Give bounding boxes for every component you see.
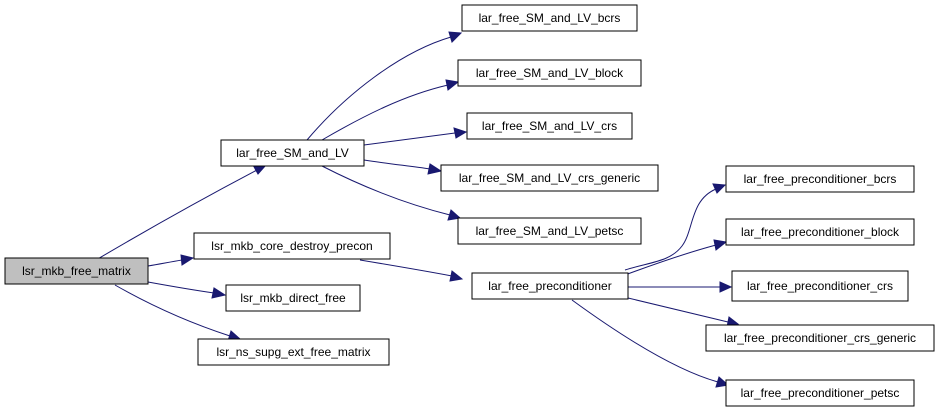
node-lar-free-sm-and-lv-block[interactable]: lar_free_SM_and_LV_block [457, 59, 642, 87]
node-label: lar_free_SM_and_LV [236, 146, 349, 160]
edge-sm-lv-to-block [321, 79, 460, 141]
edge-sm-lv-to-crs-generic [363, 159, 443, 175]
node-label: lar_free_preconditioner_crs_generic [724, 331, 916, 345]
node-lsr-mkb-free-matrix[interactable]: lsr_mkb_free_matrix [4, 257, 149, 285]
node-lar-free-preconditioner-crs-generic[interactable]: lar_free_preconditioner_crs_generic [705, 324, 935, 352]
node-lar-free-sm-and-lv-bcrs[interactable]: lar_free_SM_and_LV_bcrs [461, 4, 638, 32]
node-label: lar_free_preconditioner_petsc [741, 386, 900, 400]
node-lar-free-sm-and-lv-petsc[interactable]: lar_free_SM_and_LV_petsc [457, 217, 642, 245]
node-label: lar_free_SM_and_LV_bcrs [479, 11, 621, 25]
node-label: lar_free_SM_and_LV_block [476, 66, 624, 80]
edge-sm-lv-to-bcrs [306, 31, 463, 141]
edge-root-to-direct-free [147, 281, 227, 299]
node-lsr-mkb-direct-free[interactable]: lsr_mkb_direct_free [225, 284, 361, 312]
node-label: lar_free_SM_and_LV_petsc [476, 224, 624, 238]
node-label: lar_free_preconditioner_crs [747, 279, 893, 293]
node-lsr-ns-supg-ext-free-matrix[interactable]: lsr_ns_supg_ext_free_matrix [197, 338, 390, 366]
node-lar-free-preconditioner-block[interactable]: lar_free_preconditioner_block [725, 218, 915, 246]
edge-precon-to-crs [628, 281, 733, 293]
node-label: lsr_mkb_free_matrix [22, 264, 131, 278]
node-lar-free-preconditioner-bcrs[interactable]: lar_free_preconditioner_bcrs [725, 165, 915, 193]
node-label: lar_free_preconditioner [488, 279, 611, 293]
edge-core-destroy-to-free-preconditioner [359, 259, 464, 282]
node-lar-free-sm-and-lv[interactable]: lar_free_SM_and_LV [220, 139, 365, 167]
node-lar-free-preconditioner[interactable]: lar_free_preconditioner [471, 272, 629, 300]
edge-root-to-core-destroy-precon [147, 254, 195, 267]
edge-sm-lv-to-crs [363, 127, 468, 146]
edge-precon-to-crs-generic [627, 297, 740, 328]
node-label: lsr_mkb_direct_free [240, 291, 346, 305]
edge-precon-to-block [624, 239, 728, 276]
node-lsr-mkb-core-destroy-precon[interactable]: lsr_mkb_core_destroy_precon [193, 232, 391, 260]
edge-precon-to-bcrs [624, 183, 727, 271]
node-lar-free-preconditioner-petsc[interactable]: lar_free_preconditioner_petsc [725, 379, 915, 407]
edge-sm-lv-to-petsc [321, 165, 462, 221]
node-label: lar_free_SM_and_LV_crs [482, 119, 617, 133]
node-label: lar_free_preconditioner_block [741, 225, 900, 239]
node-label: lar_free_SM_and_LV_crs_generic [459, 171, 640, 185]
node-lar-free-preconditioner-crs[interactable]: lar_free_preconditioner_crs [731, 270, 909, 302]
node-label: lsr_mkb_core_destroy_precon [211, 239, 372, 253]
edge-precon-to-petsc [571, 299, 730, 388]
node-lar-free-sm-and-lv-crs[interactable]: lar_free_SM_and_LV_crs [466, 112, 633, 140]
node-label: lar_free_preconditioner_bcrs [744, 172, 897, 186]
node-label: lsr_ns_supg_ext_free_matrix [216, 345, 370, 359]
node-lar-free-sm-and-lv-crs-generic[interactable]: lar_free_SM_and_LV_crs_generic [440, 164, 659, 192]
